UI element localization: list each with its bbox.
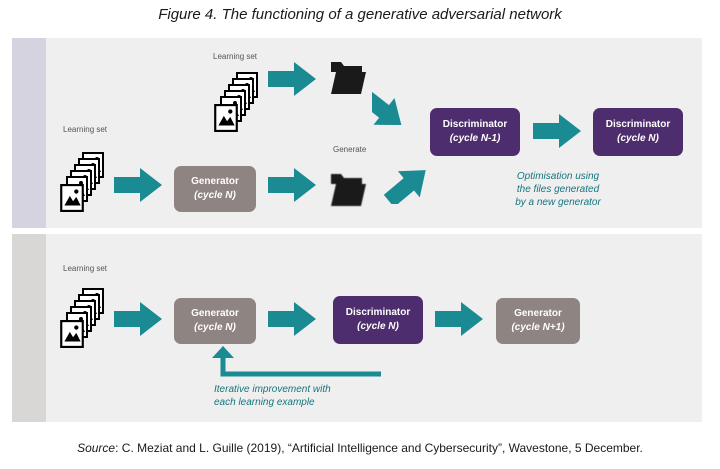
discriminator-cycle: (cycle N)	[617, 133, 659, 144]
folder-blurred-icon	[328, 168, 368, 208]
note-line: the files generated	[516, 184, 600, 195]
source-text: : C. Meziat and L. Guille (2019), “Artif…	[115, 441, 643, 455]
discriminator-title: Discriminator	[442, 119, 508, 130]
source-citation: Source: C. Meziat and L. Guille (2019), …	[0, 441, 720, 455]
image-stack-icon	[212, 68, 262, 134]
panel-strip	[12, 38, 46, 228]
generate-label: Generate	[333, 145, 367, 154]
generator-cycle: (cycle N)	[194, 322, 236, 333]
arrow-diagonal-down	[372, 89, 402, 125]
image-stack-icon	[58, 284, 108, 350]
generator-title: Generator	[191, 176, 239, 187]
optimisation-note: Optimisation using the files generated b…	[498, 170, 618, 209]
generator-box: Generator (cycle N)	[174, 298, 256, 344]
panel-strip	[12, 234, 46, 422]
feedback-arrow	[212, 346, 381, 377]
generator-next-box: Generator (cycle N+1)	[496, 298, 580, 344]
iterative-note: Iterative improvement with each learning…	[214, 383, 331, 409]
discriminator-title: Discriminator	[605, 119, 671, 130]
discriminator-prev-box: Discriminator (cycle N-1)	[430, 108, 520, 156]
discriminator-next-box: Discriminator (cycle N)	[593, 108, 683, 156]
discriminator-cycle: (cycle N)	[357, 321, 399, 332]
figure-title: Figure 4. The functioning of a generativ…	[158, 6, 562, 23]
arrow-right	[533, 114, 581, 148]
note-line: Optimisation using	[516, 171, 600, 182]
source-label: Source	[77, 441, 116, 455]
arrow-right	[268, 168, 316, 202]
generator-box: Generator (cycle N)	[174, 166, 256, 212]
learning-set-label-left: Learning set	[63, 125, 108, 134]
generator-cycle: (cycle N+1)	[511, 322, 565, 333]
arrow-right	[268, 302, 316, 336]
note-line: Iterative improvement with	[214, 384, 331, 395]
generator-title: Generator	[191, 308, 239, 319]
discriminator-cycle: (cycle N-1)	[449, 133, 501, 144]
generator-title: Generator	[514, 308, 562, 319]
note-line: each learning example	[214, 397, 315, 408]
improvement-cycle-panel	[12, 234, 702, 422]
folder-icon	[328, 56, 368, 96]
image-stack-icon	[58, 148, 108, 214]
arrow-right	[268, 62, 316, 96]
discriminator-title: Discriminator	[345, 307, 411, 318]
note-line: by a new generator	[515, 197, 601, 208]
arrow-right	[114, 302, 162, 336]
arrow-diagonal-up	[383, 170, 426, 204]
discriminator-box: Discriminator (cycle N)	[333, 296, 423, 344]
learning-set-label-top: Learning set	[213, 52, 258, 61]
arrow-right	[435, 302, 483, 336]
learning-set-label: Learning set	[63, 264, 108, 273]
arrow-right	[114, 168, 162, 202]
generator-cycle: (cycle N)	[194, 190, 236, 201]
